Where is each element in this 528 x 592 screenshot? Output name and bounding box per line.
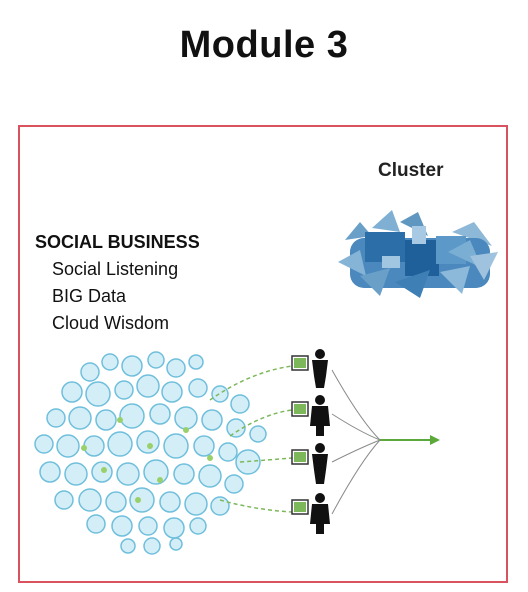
person-icon bbox=[291, 395, 330, 436]
data-bubble-cloud bbox=[34, 351, 267, 555]
cluster-label: Cluster bbox=[378, 160, 444, 181]
social-business-item: Cloud Wisdom bbox=[52, 313, 170, 333]
bubble-highlights bbox=[81, 417, 213, 503]
diagram-frame bbox=[18, 125, 508, 583]
social-business-item: Social Listening bbox=[52, 259, 179, 279]
social-business-item: BIG Data bbox=[52, 286, 127, 306]
converging-lines bbox=[331, 369, 381, 515]
connection-arrows bbox=[209, 365, 293, 513]
people-group bbox=[291, 349, 330, 534]
output-arrow bbox=[380, 435, 440, 445]
cluster-graphic bbox=[338, 210, 498, 298]
social-business-heading: SOCIAL BUSINESS bbox=[35, 232, 200, 252]
person-icon bbox=[291, 349, 328, 388]
module-title: Module 3 bbox=[179, 24, 349, 66]
person-icon bbox=[291, 443, 328, 484]
person-icon bbox=[291, 493, 330, 534]
